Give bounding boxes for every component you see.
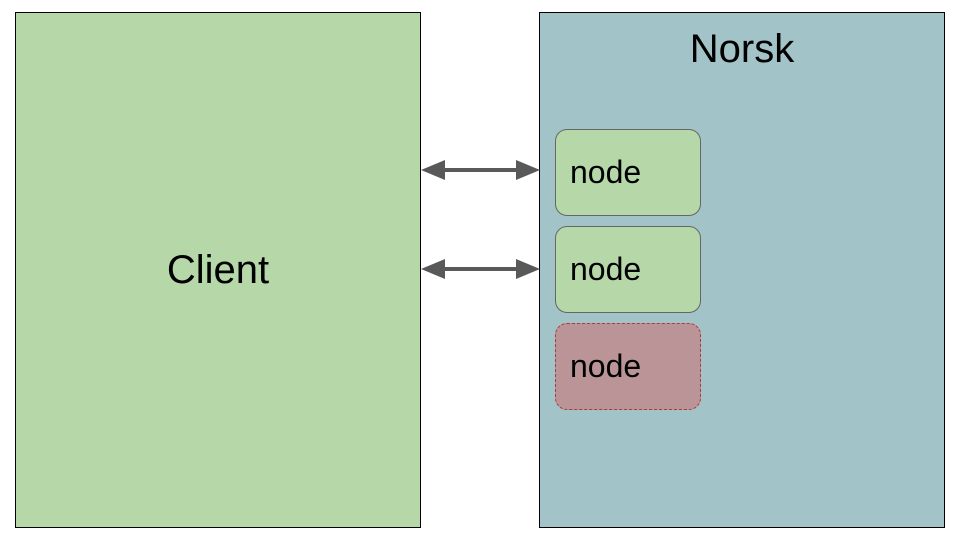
client-box: Client xyxy=(15,12,421,528)
node-box-2: node xyxy=(555,226,701,313)
node-label: node xyxy=(570,348,642,384)
node-box-1: node xyxy=(555,129,701,216)
client-label: Client xyxy=(166,247,270,292)
node-label: node xyxy=(570,251,642,287)
bidirectional-arrow-2 xyxy=(421,259,540,279)
norsk-label: Norsk xyxy=(689,27,795,71)
bidirectional-arrow-1 xyxy=(421,160,540,180)
node-label: node xyxy=(570,154,642,190)
node-box-3-pending: node xyxy=(555,323,701,410)
